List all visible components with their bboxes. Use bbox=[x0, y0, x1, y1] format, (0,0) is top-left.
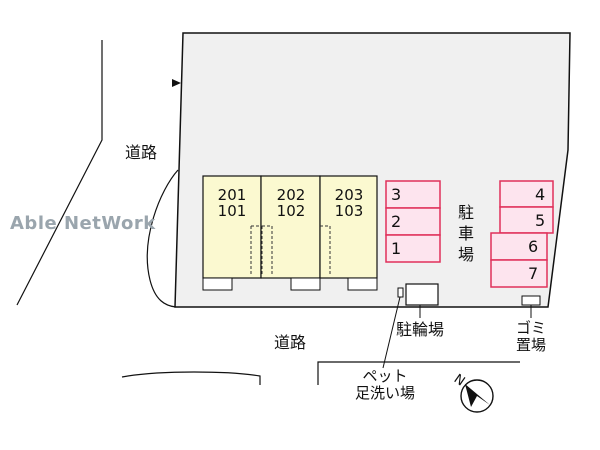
step-1 bbox=[202, 277, 233, 291]
parking-number-6: 6 bbox=[528, 237, 539, 256]
parking-number-3: 3 bbox=[391, 185, 402, 204]
parking-label: 駐車場 bbox=[457, 203, 474, 264]
pet-footwash-line1: ペット bbox=[362, 367, 408, 385]
unit-number-upper-2: 202 bbox=[276, 186, 306, 204]
unit-number-upper-3: 203 bbox=[334, 186, 364, 204]
pet-footwash-leader bbox=[382, 296, 401, 369]
unit-number-lower-1: 101 bbox=[217, 202, 247, 220]
parking-number-5: 5 bbox=[535, 211, 546, 230]
stair-dash-3 bbox=[320, 225, 331, 276]
stair-dash-1 bbox=[250, 225, 263, 276]
road-label-bottom: 道路 bbox=[274, 333, 307, 352]
bicycle-parking-label: 駐輪場 bbox=[396, 320, 445, 339]
garbage-area bbox=[521, 295, 541, 306]
garbage-line2: 置場 bbox=[515, 336, 546, 354]
step-3 bbox=[347, 277, 378, 291]
pet-footwash-box bbox=[397, 287, 404, 298]
parking-number-1: 1 bbox=[391, 239, 402, 258]
road-edge-bottom-right bbox=[317, 361, 520, 385]
unit-block-2 bbox=[260, 175, 321, 279]
unit-number-lower-2: 102 bbox=[276, 202, 306, 220]
parking-number-4: 4 bbox=[535, 185, 546, 204]
garbage-line1: ゴミ bbox=[515, 319, 546, 337]
unit-number-lower-3: 103 bbox=[334, 202, 364, 220]
parking-number-2: 2 bbox=[391, 212, 402, 231]
road-edge-left bbox=[16, 40, 103, 306]
garbage-label: ゴミ 置場 bbox=[508, 320, 554, 354]
parking-number-7: 7 bbox=[528, 264, 539, 283]
road-label-left: 道路 bbox=[125, 143, 158, 162]
road-curve-left bbox=[146, 169, 179, 308]
unit-number-upper-1: 201 bbox=[217, 186, 247, 204]
entrance-arrow-icon bbox=[172, 79, 181, 87]
parking-space-7 bbox=[490, 259, 548, 288]
bicycle-parking-area bbox=[405, 283, 439, 306]
road-edge-bottom-left bbox=[121, 371, 261, 385]
pet-footwash-label: ペット 足洗い場 bbox=[345, 368, 425, 402]
step-2 bbox=[290, 277, 321, 291]
watermark: Able NetWork bbox=[10, 213, 156, 234]
pet-footwash-line2: 足洗い場 bbox=[354, 384, 415, 402]
parking-space-1 bbox=[385, 234, 441, 263]
stair-dash-2 bbox=[262, 225, 273, 276]
parking-space-6 bbox=[490, 232, 548, 261]
compass-icon bbox=[460, 379, 494, 413]
